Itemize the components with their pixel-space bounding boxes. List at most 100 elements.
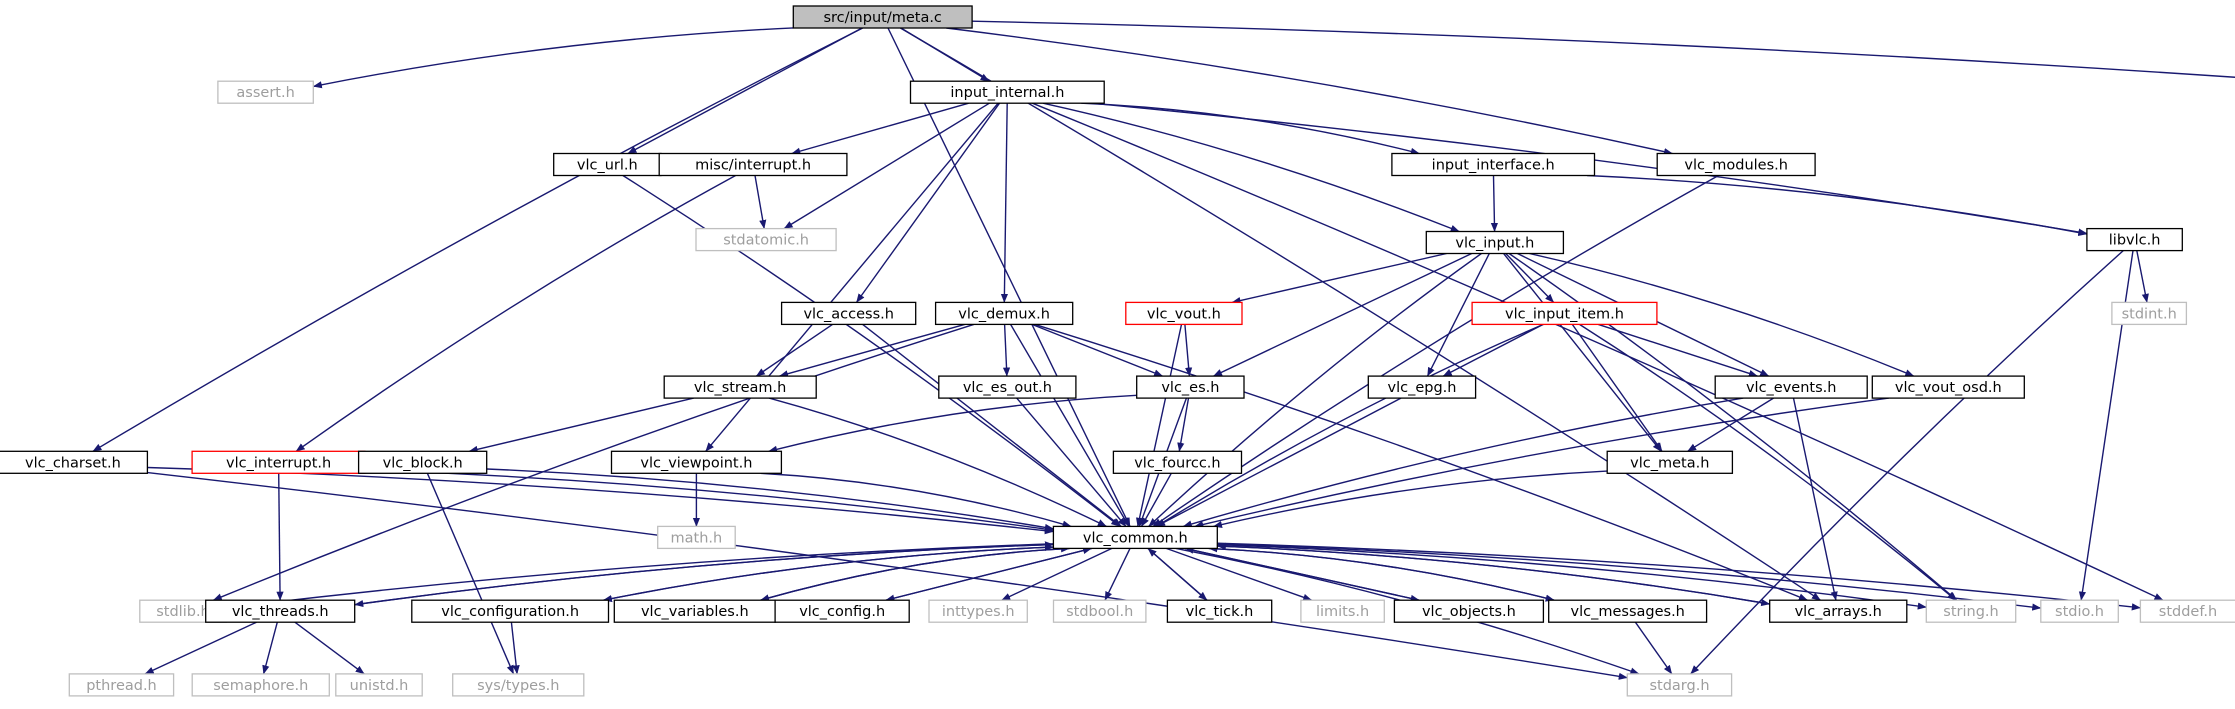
node-label: math.h	[671, 530, 723, 546]
edge-root-to-vlc_modules	[946, 27, 1673, 156]
node-box	[657, 525, 736, 550]
node-label: vlc_fourcc.h	[1134, 455, 1220, 471]
node-label: vlc_configuration.h	[441, 604, 579, 620]
node-vlc-modules[interactable]: vlc_modules.h	[1656, 152, 1816, 177]
node-label: stdio.h	[2055, 604, 2104, 620]
node-vlc-common[interactable]: vlc_common.h	[1052, 525, 1218, 550]
node-label: inttypes.h	[942, 604, 1015, 620]
edge-root-to-vlc_arrays	[900, 27, 1821, 601]
node-vlc-es[interactable]: vlc_es.h	[1136, 375, 1245, 399]
node-box	[1112, 450, 1243, 474]
edge-vlc_input-to-vlc_common	[1148, 252, 1482, 527]
node-box	[695, 227, 837, 252]
node-vlc-fourcc[interactable]: vlc_fourcc.h	[1112, 450, 1243, 474]
edge-vlc_configuration-to-vlc_common	[603, 543, 1054, 601]
node-label: stdatomic.h	[723, 233, 809, 249]
node-label: vlc_viewpoint.h	[640, 455, 752, 471]
node-vlc-epg[interactable]: vlc_epg.h	[1367, 375, 1477, 399]
edge-vlc_interrupt-to-vlc_threads	[276, 473, 284, 601]
node-vlc-messages[interactable]: vlc_messages.h	[1548, 599, 1708, 623]
node-vlc-arrays[interactable]: vlc_arrays.h	[1769, 599, 1908, 623]
node-input-interface[interactable]: input_interface.h	[1391, 152, 1596, 177]
edge-vlc_input-to-vlc_input_item	[1505, 253, 1555, 303]
edge-input_internal-to-input_interface	[1081, 102, 1420, 155]
node-label: vlc_input_item.h	[1505, 306, 1624, 322]
node-vlc-events[interactable]: vlc_events.h	[1714, 375, 1868, 399]
node-label: vlc_modules.h	[1684, 158, 1788, 174]
edge-vlc_events-to-vlc_common	[1182, 397, 1744, 528]
node-pthread: pthread.h	[68, 673, 175, 697]
node-label: input_internal.h	[950, 85, 1064, 101]
edge-input_internal-to-vlc_demux	[1000, 103, 1009, 303]
node-label: misc/interrupt.h	[695, 158, 811, 174]
edge-vlc_common-to-string	[1217, 544, 1927, 610]
edge-libvlc-to-stdint	[2136, 250, 2149, 303]
edge-vlc_input-to-vlc_vout	[1231, 252, 1447, 305]
node-vlc-variables[interactable]: vlc_variables.h	[613, 599, 776, 623]
node-vlc-tick[interactable]: vlc_tick.h	[1166, 599, 1273, 623]
node-vlc-demux[interactable]: vlc_demux.h	[934, 301, 1074, 326]
node-box	[1606, 450, 1734, 474]
node-box	[1548, 599, 1708, 623]
edges-layer	[92, 20, 2235, 680]
edge-vlc_stream-to-vlc_block	[468, 397, 694, 453]
edge-vlc_input_item-to-vlc_epg	[1442, 323, 1544, 377]
node-vlc-url[interactable]: vlc_url.h	[553, 152, 662, 177]
node-box	[452, 673, 585, 697]
node-vlc-configuration[interactable]: vlc_configuration.h	[411, 599, 610, 623]
node-input-internal[interactable]: input_internal.h	[909, 80, 1105, 104]
node-math: math.h	[657, 525, 736, 550]
node-vlc-block[interactable]: vlc_block.h	[357, 450, 488, 474]
edge-vlc_common-to-limits	[1165, 547, 1313, 601]
node-vlc-es-out[interactable]: vlc_es_out.h	[938, 375, 1077, 399]
edge-vlc_arrays-to-vlc_common	[1216, 542, 1770, 605]
node-box	[411, 599, 610, 623]
node-box	[0, 450, 149, 474]
edge-vlc_meta-to-vlc_common	[1213, 470, 1608, 528]
node-stdio: stdio.h	[2040, 599, 2119, 623]
node-stddef: stddef.h	[2139, 599, 2235, 623]
node-libvlc[interactable]: libvlc.h	[2086, 227, 2183, 252]
node-box	[774, 599, 910, 623]
node-vlc-viewpoint[interactable]: vlc_viewpoint.h	[610, 450, 783, 474]
node-box	[792, 5, 973, 29]
node-vlc-input[interactable]: vlc_input.h	[1425, 230, 1565, 255]
edge-libvlc-to-stdarg	[1690, 250, 2124, 675]
edge-root-to-assert	[312, 27, 794, 89]
edge-vlc_common-to-stdbool	[1104, 548, 1131, 601]
edge-vlc_viewpoint-to-vlc_common	[760, 472, 1072, 528]
edge-vlc_tick-to-vlc_common	[1147, 547, 1208, 601]
node-vlc-stream[interactable]: vlc_stream.h	[663, 375, 817, 399]
node-misc-interrupt[interactable]: misc/interrupt.h	[658, 152, 848, 177]
node-vlc-meta[interactable]: vlc_meta.h	[1606, 450, 1734, 474]
node-vlc-input-item[interactable]: vlc_input_item.h	[1471, 301, 1658, 326]
node-label: pthread.h	[86, 678, 157, 694]
node-vlc-interrupt[interactable]: vlc_interrupt.h	[191, 450, 366, 474]
node-root[interactable]: src/input/meta.c	[792, 5, 973, 29]
edge-vlc_demux-to-stdlib	[212, 323, 975, 601]
edge-input_internal-to-vlc_access	[855, 102, 1001, 303]
node-vlc-vout[interactable]: vlc_vout.h	[1125, 301, 1243, 326]
node-label: vlc_arrays.h	[1795, 604, 1882, 620]
node-vlc-threads[interactable]: vlc_threads.h	[205, 599, 356, 623]
node-label: vlc_es_out.h	[963, 380, 1052, 396]
node-box	[335, 673, 423, 697]
node-box	[658, 152, 848, 177]
edge-vlc_demux-to-vlc_es_out	[1002, 324, 1011, 377]
node-box	[2139, 599, 2235, 623]
edge-input_internal-to-vlc_viewpoint	[705, 102, 999, 452]
node-label: stdbool.h	[1066, 604, 1133, 620]
node-box	[217, 80, 314, 104]
node-vlc-charset[interactable]: vlc_charset.h	[0, 450, 149, 474]
edge-vlc_interrupt-to-vlc_common	[364, 469, 1054, 533]
node-vlc-access[interactable]: vlc_access.h	[780, 301, 917, 326]
node-vlc-config[interactable]: vlc_config.h	[774, 599, 910, 623]
node-vlc-objects[interactable]: vlc_objects.h	[1393, 599, 1545, 623]
node-box	[928, 599, 1028, 623]
node-vlc-vout-osd[interactable]: vlc_vout_osd.h	[1871, 375, 2025, 399]
node-box	[1300, 599, 1385, 623]
edge-vlc_stream-to-vlc_common	[768, 397, 1107, 528]
node-box	[1769, 599, 1908, 623]
edge-vlc_es-to-vlc_fourcc	[1177, 397, 1190, 452]
node-box	[2111, 301, 2188, 326]
